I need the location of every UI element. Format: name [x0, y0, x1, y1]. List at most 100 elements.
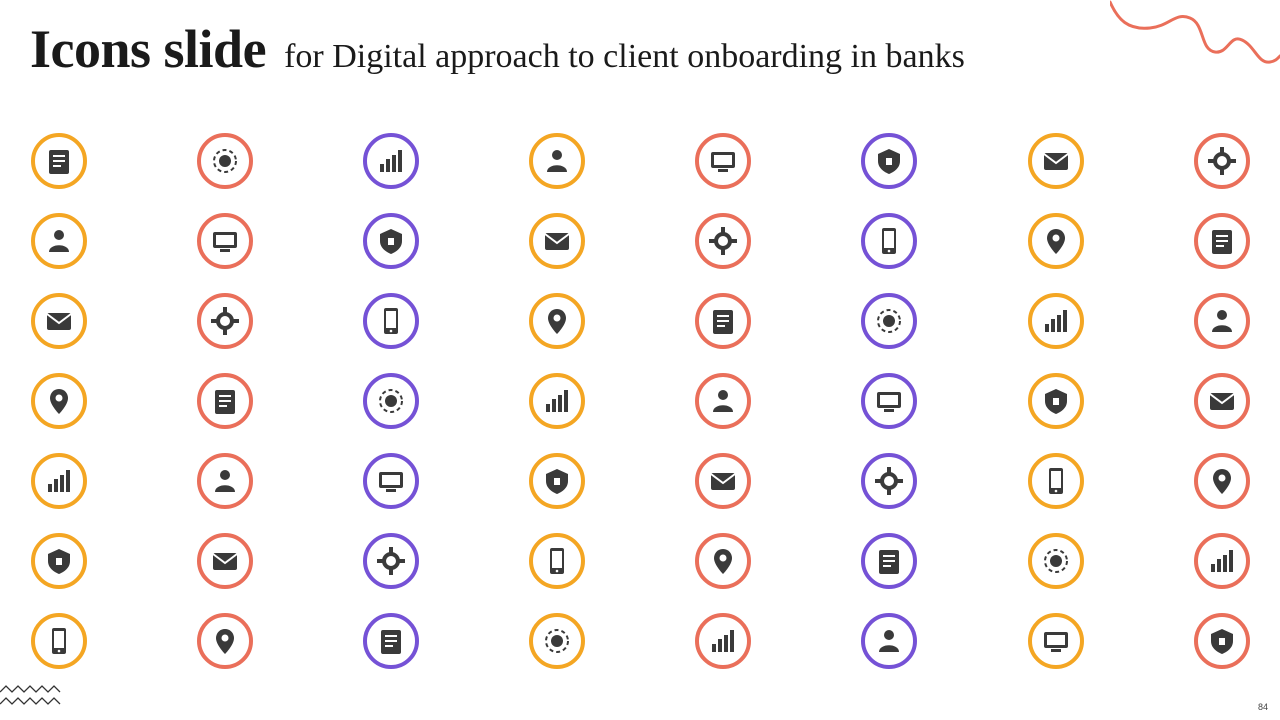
gear-brain-icon-glyph — [384, 308, 398, 334]
workflow-approval-icon — [31, 133, 87, 189]
user-care-hand-icon — [197, 613, 253, 669]
browser-database-icon-glyph — [879, 630, 899, 652]
idea-hierarchy-icon-glyph — [1212, 310, 1232, 332]
tablet-chat-icon — [363, 533, 419, 589]
report-magnifier-icon-glyph — [46, 313, 72, 330]
money-transfer-bank-icon-glyph — [709, 227, 737, 255]
brain-head-icon — [1194, 213, 1250, 269]
calculator-document-icon — [1194, 133, 1250, 189]
title-subtitle: for Digital approach to client onboardin… — [284, 38, 965, 75]
email-envelope-icon-glyph — [1211, 550, 1233, 572]
mobile-id-icon-glyph — [379, 389, 403, 413]
hand-gear-icon — [363, 133, 419, 189]
screen-magnifier-icon — [695, 373, 751, 429]
document-flowchart-icon-glyph — [212, 553, 238, 570]
clipboard-chart-icon-glyph — [50, 389, 68, 414]
document-calculator-icon-glyph — [48, 549, 70, 574]
robotic-arm-icon — [695, 293, 751, 349]
settings-cycle-icon — [31, 213, 87, 269]
robotic-arm-icon-glyph — [713, 310, 733, 334]
mobile-shield-icon — [363, 453, 419, 509]
bank-percent-icon-glyph — [550, 548, 564, 574]
mobile-id-icon — [363, 373, 419, 429]
team-group-icon — [861, 293, 917, 349]
title-bold: Icons slide — [30, 19, 267, 79]
report-magnifier-icon — [31, 293, 87, 349]
phone-contact-icon-glyph — [1213, 469, 1231, 494]
hourglass-hand-icon-glyph — [211, 307, 239, 335]
chatbot-question-icon — [1028, 453, 1084, 509]
stairs-climb-icon-glyph — [1209, 393, 1235, 410]
server-files-icon-glyph — [1044, 549, 1068, 573]
gears-cycle-icon — [197, 373, 253, 429]
checklist-user-icon-glyph — [52, 628, 66, 654]
clipboard-chart-icon — [31, 373, 87, 429]
money-bag-person-icon — [695, 133, 751, 189]
checklist-user-icon — [31, 613, 87, 669]
network-hub-icon — [529, 213, 585, 269]
uiux-keyboard-icon-glyph — [714, 549, 732, 574]
decorative-wave-top — [1110, 0, 1280, 64]
browser-settings-icon-glyph — [710, 473, 736, 490]
user-care-hand-icon-glyph — [216, 629, 234, 654]
hourglass-hand-icon — [197, 293, 253, 349]
user-orbit-icon — [363, 213, 419, 269]
customer-rating-icon — [861, 213, 917, 269]
risk-meter-icon-glyph — [1045, 310, 1067, 332]
money-hand-icon-glyph — [381, 630, 401, 654]
documents-magnifier-icon-glyph — [213, 232, 237, 252]
money-bag-person-icon-glyph — [711, 152, 735, 172]
smartphone-wifi-icon — [529, 373, 585, 429]
gears-cycle-icon-glyph — [215, 390, 235, 414]
money-hand-icon — [363, 613, 419, 669]
documents-magnifier-icon — [197, 213, 253, 269]
phone-contact-icon — [1194, 453, 1250, 509]
envelope-money-icon — [861, 453, 917, 509]
bank-percent-icon — [529, 533, 585, 589]
contract-sign-icon-glyph — [48, 470, 70, 492]
stairs-climb-icon — [1194, 373, 1250, 429]
server-files-icon — [1028, 533, 1084, 589]
laptop-cursor-icon — [529, 453, 585, 509]
document-search-icon — [197, 133, 253, 189]
mind-gear-icon-glyph — [215, 470, 235, 492]
contract-sign-icon — [31, 453, 87, 509]
document-calculator-icon — [31, 533, 87, 589]
user-orbit-icon-glyph — [380, 229, 402, 254]
percent-badge-icon — [861, 373, 917, 429]
atm-machine-icon — [529, 293, 585, 349]
document-flowchart-icon — [197, 533, 253, 589]
location-pin-icon-glyph — [1211, 629, 1233, 654]
mobile-gear-icon — [695, 613, 751, 669]
settings-cycle-icon-glyph — [49, 230, 69, 252]
video-chat-laptop-icon-glyph — [1044, 632, 1068, 652]
user-profile-card-icon-glyph — [1047, 229, 1065, 254]
presentation-magnifier-icon — [529, 613, 585, 669]
page-number: 84 — [1257, 702, 1268, 712]
mobile-gear-icon-glyph — [712, 630, 734, 652]
email-envelope-icon — [1194, 533, 1250, 589]
growth-chart-person-icon-glyph — [878, 149, 900, 174]
hand-gear-icon-glyph — [380, 150, 402, 172]
robot-gear-icon-glyph — [1043, 153, 1069, 170]
screen-magnifier-icon-glyph — [713, 390, 733, 412]
decorative-zigzag-bottom — [0, 685, 61, 705]
network-hub-icon-glyph — [544, 233, 570, 250]
page-title: Icons slide for Digital approach to clie… — [30, 18, 965, 80]
risk-meter-icon — [1028, 293, 1084, 349]
customer-rating-icon-glyph — [882, 228, 896, 254]
growth-chart-person-icon — [861, 133, 917, 189]
browser-database-icon — [861, 613, 917, 669]
smartphone-wifi-icon-glyph — [546, 390, 568, 412]
idea-hierarchy-icon — [1194, 293, 1250, 349]
money-transfer-bank-icon — [695, 213, 751, 269]
identity-card-icon — [1028, 373, 1084, 429]
robot-gear-icon — [1028, 133, 1084, 189]
gear-brain-icon — [363, 293, 419, 349]
document-search-icon-glyph — [213, 149, 237, 173]
location-pin-icon — [1194, 613, 1250, 669]
workflow-approval-icon-glyph — [49, 150, 69, 174]
video-chat-laptop-icon — [1028, 613, 1084, 669]
percent-badge-icon-glyph — [877, 392, 901, 412]
